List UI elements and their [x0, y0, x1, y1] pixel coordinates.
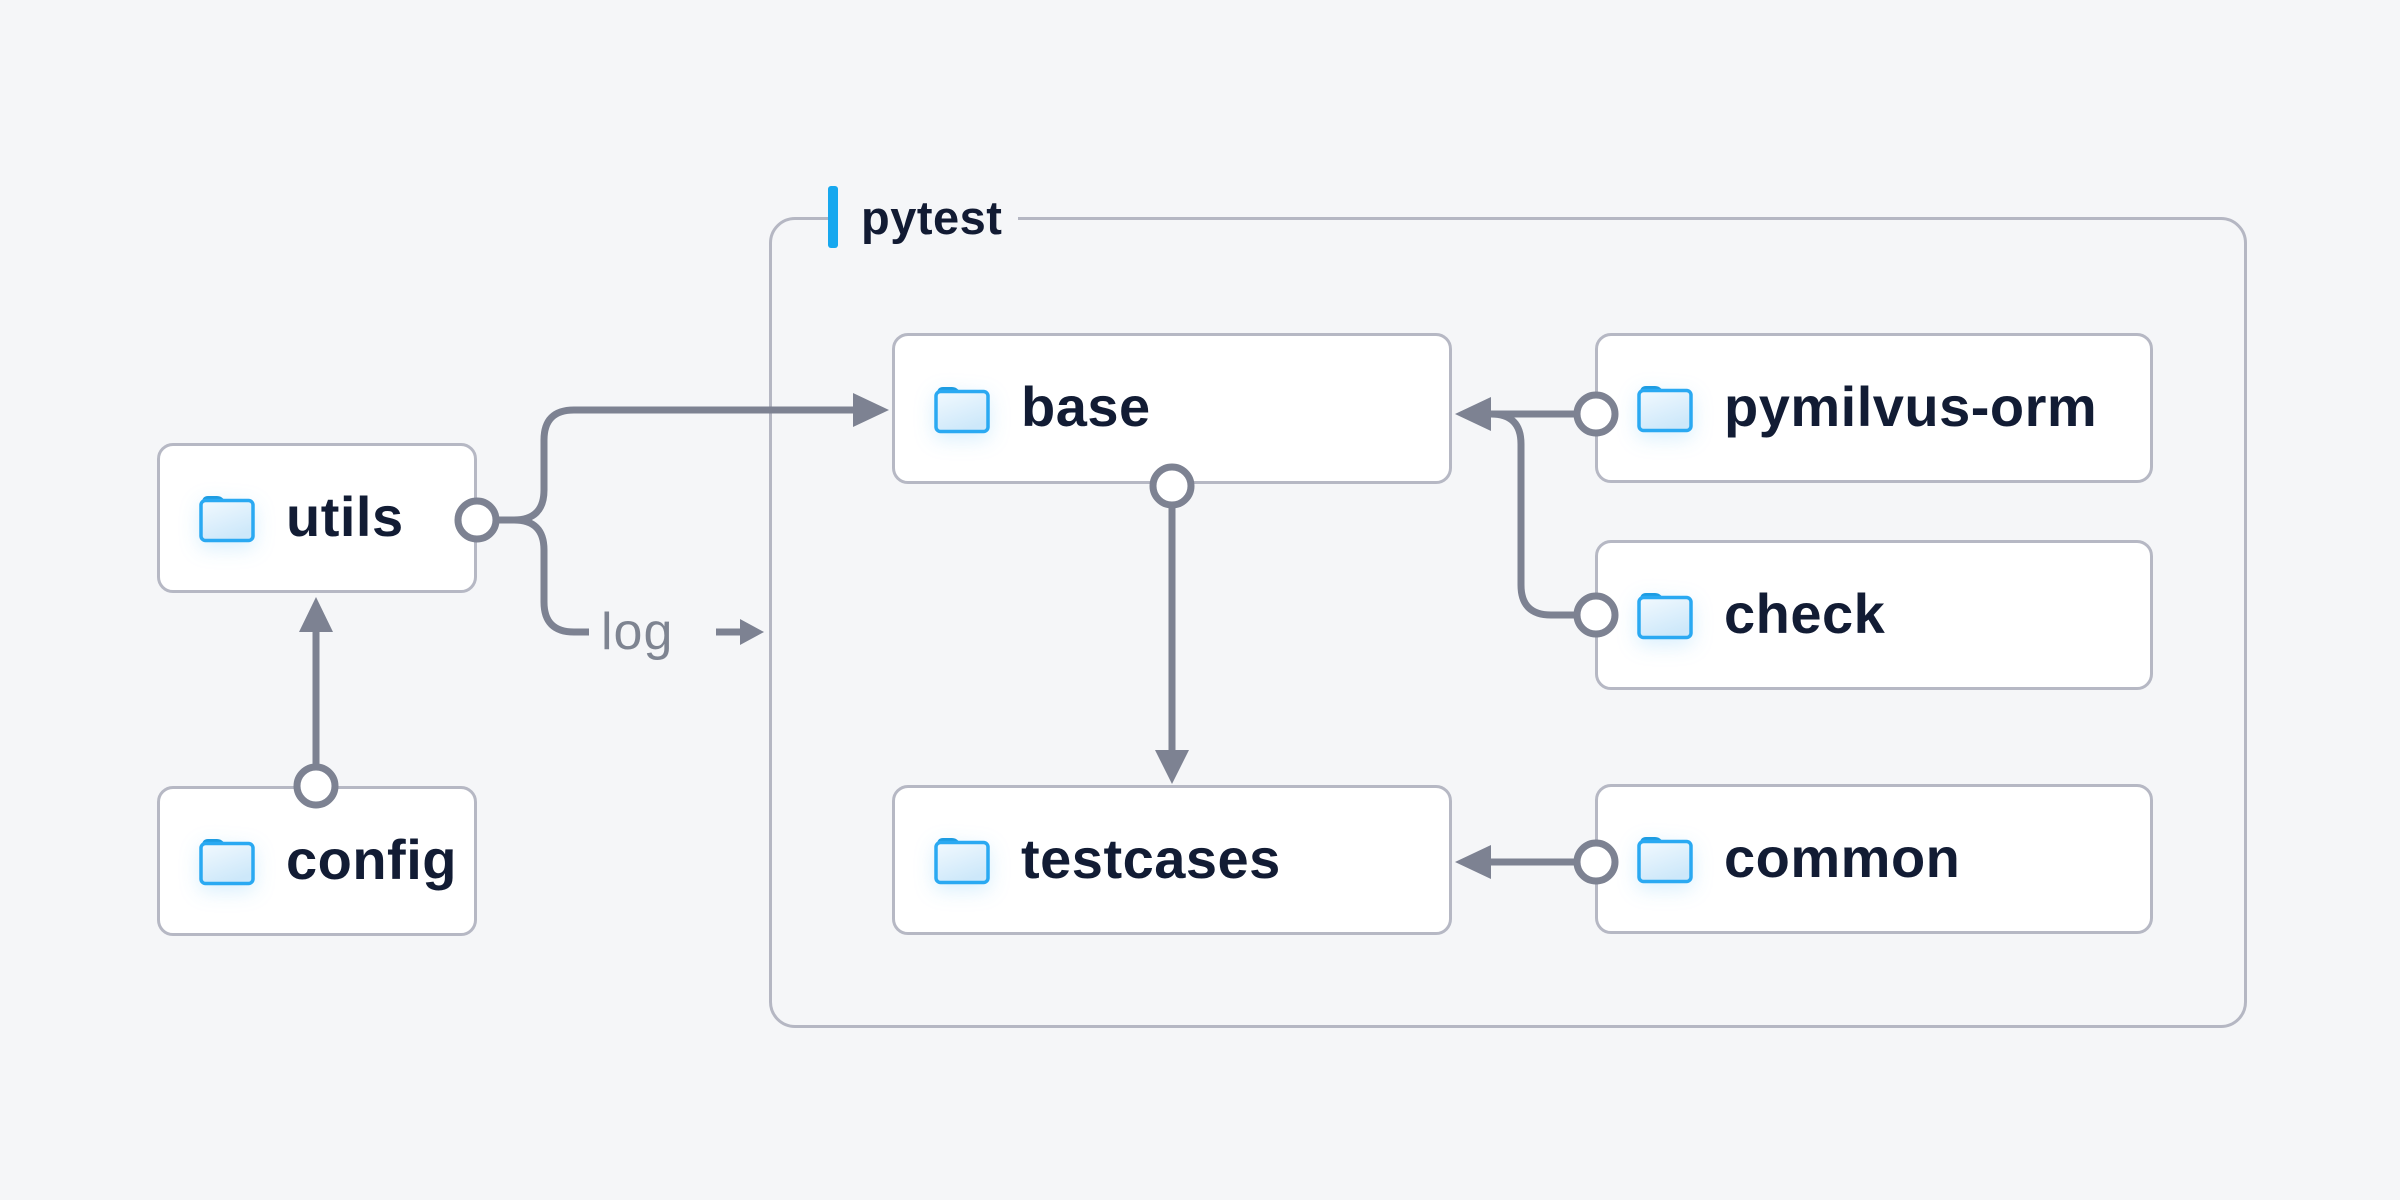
folder-icon — [934, 838, 990, 885]
accent-bar-icon — [828, 186, 838, 248]
node-check: check — [1595, 540, 2153, 690]
node-config: config — [157, 786, 477, 936]
edge-label-log: log — [601, 603, 674, 661]
node-common: common — [1595, 784, 2153, 934]
node-label: base — [1021, 375, 1151, 438]
folder-icon — [1637, 837, 1693, 884]
node-pymilvus-orm: pymilvus-orm — [1595, 333, 2153, 483]
folder-icon — [934, 386, 990, 433]
node-label: common — [1724, 825, 1961, 889]
container-title: pytest — [861, 190, 1003, 244]
node-label: config — [286, 827, 457, 891]
folder-icon — [199, 496, 255, 543]
pytest-container-label: pytest — [828, 186, 1019, 248]
node-label: testcases — [1021, 826, 1281, 890]
folder-icon — [1637, 593, 1693, 640]
node-utils: utils — [157, 443, 477, 593]
node-label: pymilvus-orm — [1724, 374, 2098, 438]
edge-config-utils — [293, 597, 339, 809]
node-label: utils — [286, 484, 404, 548]
node-label: check — [1724, 581, 1886, 645]
folder-icon — [1637, 386, 1693, 433]
node-testcases: testcases — [892, 785, 1452, 935]
node-base: base — [892, 333, 1452, 484]
folder-icon — [199, 839, 255, 886]
pytest-container-box — [769, 217, 2247, 1028]
